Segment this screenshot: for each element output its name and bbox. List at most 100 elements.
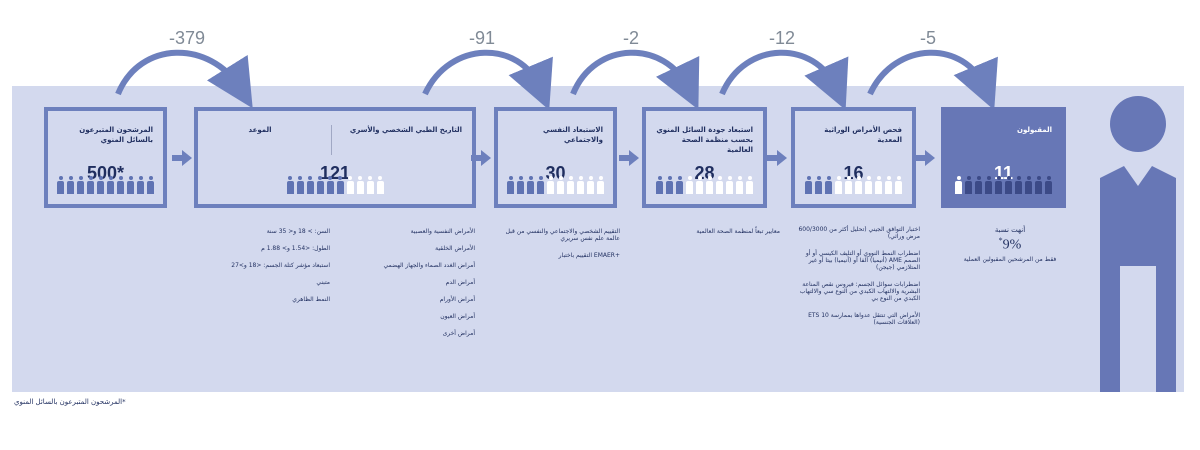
drop-count-3: -2 bbox=[622, 28, 639, 48]
person-icon bbox=[844, 176, 853, 194]
summary: أنهت نسبة 9%* فقط من المرشحين المقبولين … bbox=[950, 226, 1070, 263]
person-icon bbox=[306, 176, 315, 194]
person-icon bbox=[824, 176, 833, 194]
person-icon bbox=[56, 176, 65, 194]
summary-line: فقط من المرشحين المقبولين العملية bbox=[963, 255, 1057, 263]
person-icon bbox=[296, 176, 305, 194]
person-icon bbox=[1014, 176, 1023, 194]
people-row bbox=[646, 176, 763, 194]
person-icon bbox=[86, 176, 95, 194]
person-icon bbox=[655, 176, 664, 194]
criteria-item: أمراض الأورام bbox=[439, 296, 475, 303]
person-icon bbox=[366, 176, 375, 194]
person-icon bbox=[675, 176, 684, 194]
criteria-item: أمراض الدم bbox=[445, 279, 475, 286]
person-icon bbox=[854, 176, 863, 194]
person-icon bbox=[715, 176, 724, 194]
person-icon bbox=[586, 176, 595, 194]
person-icon bbox=[76, 176, 85, 194]
person-icon bbox=[745, 176, 754, 194]
criteria-anthropometric: السن: > 18 و< 35 سنة الطول: <1.54 و> 1.8… bbox=[230, 228, 330, 313]
person-icon bbox=[1024, 176, 1033, 194]
summary-percent: 9%* bbox=[998, 236, 1022, 253]
criteria-genetic: اختبار التوافق الجيني (تحليل أكثر من 600… bbox=[790, 226, 920, 336]
stage-title: التاريخ الطبي الشخصي والأسري bbox=[349, 126, 462, 134]
person-icon bbox=[286, 176, 295, 194]
summary-line: أنهت نسبة bbox=[994, 226, 1026, 234]
flow-arrow-icon bbox=[619, 150, 639, 166]
person-icon bbox=[735, 176, 744, 194]
person-icon bbox=[536, 176, 545, 194]
stage-title: المرشحون المتبرعون بالسائل المنوي bbox=[79, 126, 153, 144]
stage-box-candidates: المرشحون المتبرعون بالسائل المنوي 500* bbox=[44, 107, 167, 208]
person-icon bbox=[96, 176, 105, 194]
criteria-item: التقييم الشخصي والاجتماعي والنفسي من قبل… bbox=[505, 228, 620, 242]
flow-arrow-icon bbox=[915, 150, 935, 166]
person-icon bbox=[326, 176, 335, 194]
person-icon bbox=[864, 176, 873, 194]
donor-person-icon bbox=[1100, 96, 1176, 392]
person-icon bbox=[66, 176, 75, 194]
person-icon bbox=[974, 176, 983, 194]
person-icon bbox=[336, 176, 345, 194]
person-icon bbox=[695, 176, 704, 194]
drop-count-1: -379 bbox=[168, 28, 206, 48]
stage-value: 500* bbox=[86, 163, 125, 183]
person-icon bbox=[725, 176, 734, 194]
drop-count-5: -5 bbox=[919, 28, 936, 48]
person-icon bbox=[665, 176, 674, 194]
people-row bbox=[48, 176, 163, 194]
flow-arrow-icon bbox=[767, 150, 787, 166]
person-icon bbox=[566, 176, 575, 194]
criteria-item: اختبار التوافق الجيني (تحليل أكثر من 600… bbox=[798, 226, 920, 240]
criteria-item: اضطرابات سوائل الجسم: فيروس نقص المناعة … bbox=[799, 281, 920, 302]
criteria-item: اضطراب النمط النووي أو التليف الكيسي أو … bbox=[805, 250, 920, 271]
person-icon bbox=[685, 176, 694, 194]
person-icon bbox=[506, 176, 515, 194]
stage-value: 121 bbox=[319, 163, 351, 183]
person-icon bbox=[1044, 176, 1053, 194]
criteria-item: متبني bbox=[316, 279, 330, 286]
flow-arrow-icon bbox=[471, 150, 491, 166]
criteria-item: أمراض أخرى bbox=[442, 330, 475, 337]
person-icon bbox=[954, 176, 963, 194]
person-icon bbox=[516, 176, 525, 194]
stage-title: المقبولون bbox=[1017, 126, 1052, 134]
stage-title: استبعاد جودة السائل المنوي بحسب منظمة ال… bbox=[656, 126, 753, 154]
people-row bbox=[498, 176, 613, 194]
person-icon bbox=[964, 176, 973, 194]
stage-title: فحص الأمراض الوراثية المعدية bbox=[824, 126, 902, 144]
person-icon bbox=[136, 176, 145, 194]
criteria-item: معايير تبعاً لمنظمة الصحة العالمية bbox=[696, 228, 780, 235]
criteria-item: الأمراض التي تنتقل عدواها بممارسة ETS 10… bbox=[808, 312, 920, 326]
person-icon bbox=[894, 176, 903, 194]
drop-count-2: -91 bbox=[468, 28, 495, 48]
criteria-item: أمراض الغدد الصماء والجهاز الهضمي bbox=[383, 262, 475, 269]
person-icon bbox=[526, 176, 535, 194]
stage-box-genetic-screening: فحص الأمراض الوراثية المعدية 16 bbox=[791, 107, 916, 208]
criteria-medical: الأمراض النفسية والعصبية الأمراض الخلقية… bbox=[345, 228, 475, 347]
stage-title-secondary: الموعد bbox=[248, 126, 272, 134]
person-icon bbox=[596, 176, 605, 194]
criteria-item: أمراض العيون bbox=[440, 313, 475, 320]
criteria-item: الأمراض النفسية والعصبية bbox=[410, 228, 475, 235]
person-icon bbox=[126, 176, 135, 194]
people-row bbox=[945, 176, 1062, 194]
criteria-item: السن: > 18 و< 35 سنة bbox=[266, 228, 330, 235]
person-icon bbox=[576, 176, 585, 194]
criteria-item: +EMAER التقييم باختبار bbox=[558, 252, 620, 259]
person-icon bbox=[316, 176, 325, 194]
person-icon bbox=[834, 176, 843, 194]
person-icon bbox=[376, 176, 385, 194]
criteria-item: استبعاد مؤشر كتلة الجسم: <18 و>27 bbox=[231, 262, 330, 269]
flow-arrow-icon bbox=[172, 150, 192, 166]
person-icon bbox=[346, 176, 355, 194]
person-icon bbox=[356, 176, 365, 194]
person-icon bbox=[814, 176, 823, 194]
person-icon bbox=[116, 176, 125, 194]
stage-box-accepted: المقبولون 11 bbox=[941, 107, 1066, 208]
person-icon bbox=[804, 176, 813, 194]
people-row bbox=[795, 176, 912, 194]
stage-box-psychosocial: الاستبعاد النفسي والاجتماعي 30 bbox=[494, 107, 617, 208]
divider bbox=[331, 125, 332, 155]
